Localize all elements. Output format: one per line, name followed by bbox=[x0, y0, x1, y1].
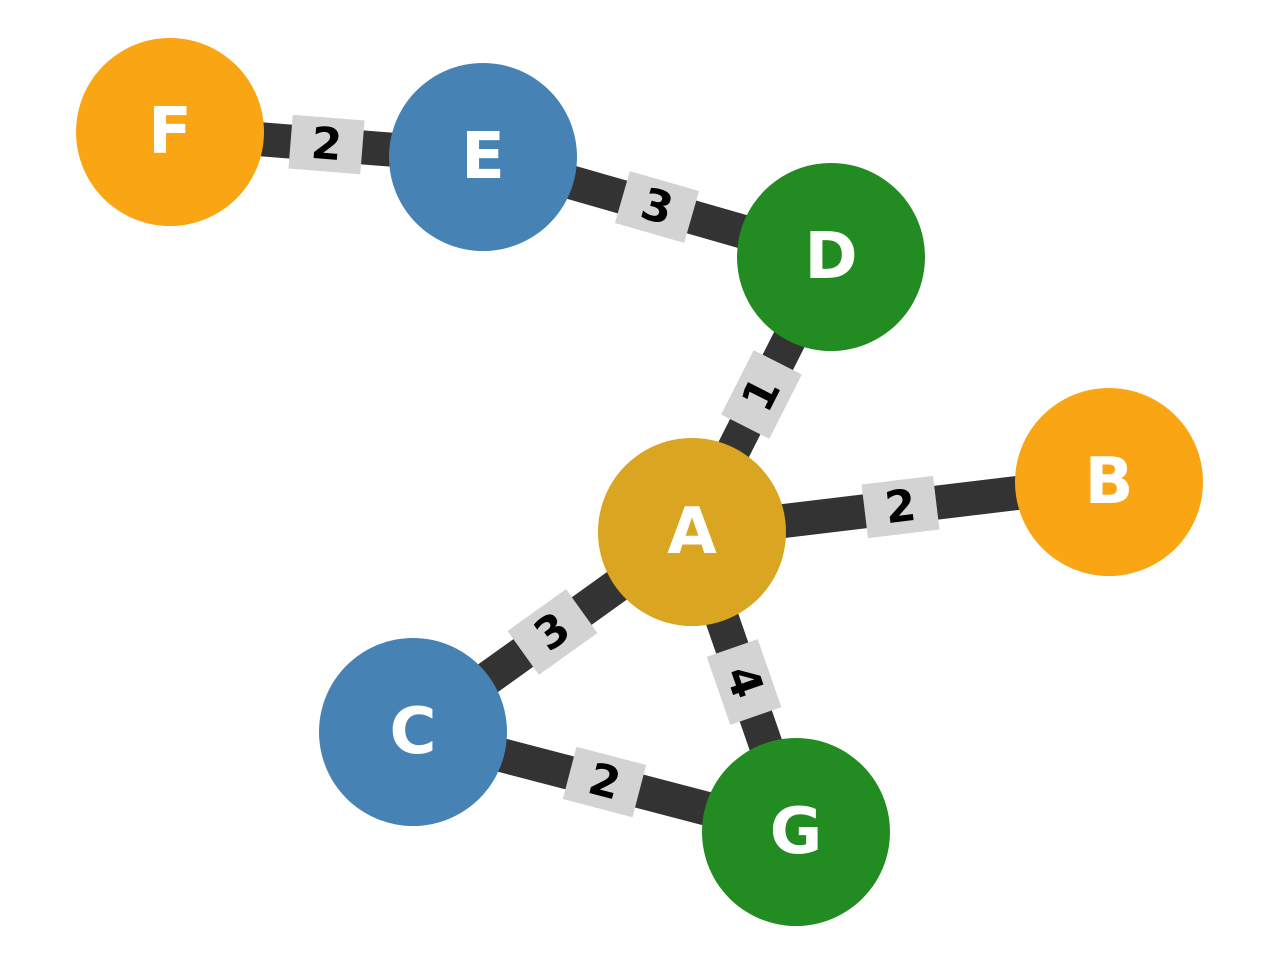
node-label: A bbox=[667, 495, 717, 569]
node-label: E bbox=[461, 120, 505, 194]
node-label: B bbox=[1085, 445, 1134, 519]
node-circle bbox=[702, 738, 890, 926]
edge-weight-label: 2 bbox=[562, 746, 647, 818]
node-g: G bbox=[702, 738, 890, 926]
node-c: C bbox=[319, 638, 507, 826]
node-d: D bbox=[737, 163, 925, 351]
edge-weight-label: 2 bbox=[861, 475, 940, 539]
node-b: B bbox=[1015, 388, 1203, 576]
edge-label-background bbox=[614, 171, 700, 243]
edge-label-background bbox=[507, 589, 598, 675]
edge-weight-label: 1 bbox=[721, 350, 802, 439]
edge-weight-label: 2 bbox=[288, 114, 365, 175]
node-e: E bbox=[389, 63, 577, 251]
edge-label-background bbox=[288, 114, 365, 175]
node-label: G bbox=[770, 795, 823, 869]
node-circle bbox=[389, 63, 577, 251]
edge-label-background bbox=[721, 350, 802, 439]
node-circle bbox=[737, 163, 925, 351]
node-circle bbox=[76, 38, 264, 226]
node-label: C bbox=[390, 695, 437, 769]
edge-weight-label: 3 bbox=[614, 171, 700, 243]
node-f: F bbox=[76, 38, 264, 226]
edge-label-background bbox=[861, 475, 940, 539]
node-circle bbox=[598, 438, 786, 626]
edge-weight-label: 3 bbox=[507, 589, 598, 675]
node-circle bbox=[1015, 388, 1203, 576]
edge-label-background bbox=[562, 746, 647, 818]
edge-label-background bbox=[706, 639, 782, 725]
node-a: A bbox=[598, 438, 786, 626]
edge-weight-text: 2 bbox=[882, 480, 918, 534]
nodes-layer: A B C D E F G bbox=[76, 38, 1203, 926]
node-label: D bbox=[804, 220, 857, 294]
edge-weight-label: 4 bbox=[706, 639, 782, 725]
edge-weight-text: 2 bbox=[309, 118, 344, 171]
node-label: F bbox=[148, 95, 192, 169]
node-circle bbox=[319, 638, 507, 826]
